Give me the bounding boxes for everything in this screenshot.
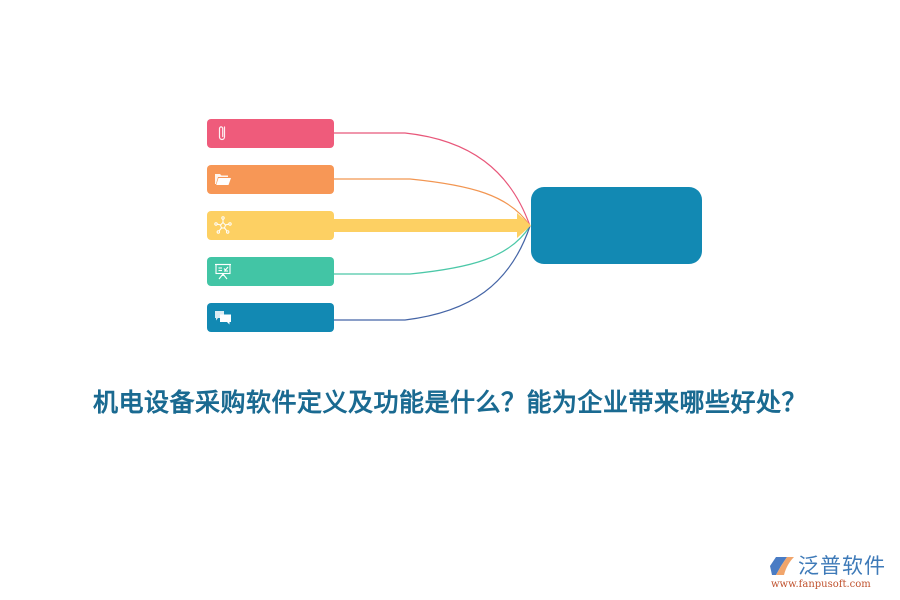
logo-url: www.fanpusoft.com [771, 579, 871, 590]
node-box-1 [207, 119, 334, 148]
logo-name: 泛普软件 [798, 554, 886, 578]
connector-line-4 [334, 225, 531, 275]
center-node-box [531, 187, 702, 264]
chat-bubbles-icon [215, 311, 231, 325]
paperclip-icon [218, 126, 226, 141]
connector-line-2 [334, 178, 531, 227]
node-box-4 [207, 257, 334, 286]
connector-line-5 [334, 225, 531, 321]
node-box-3 [207, 211, 334, 240]
folder-open-icon [215, 174, 231, 185]
fanpu-logo-icon [770, 557, 794, 575]
presentation-board-icon [215, 263, 231, 280]
node-box-5 [207, 303, 334, 332]
node-box-2 [207, 165, 334, 194]
brand-logo: 泛普软件 www.fanpusoft.com [768, 553, 893, 593]
network-nodes-icon [214, 216, 232, 234]
main-arrow [330, 213, 531, 238]
page-title: 机电设备采购软件定义及功能是什么？能为企业带来哪些好处？ [92, 388, 807, 417]
connector-line-1 [334, 132, 531, 227]
